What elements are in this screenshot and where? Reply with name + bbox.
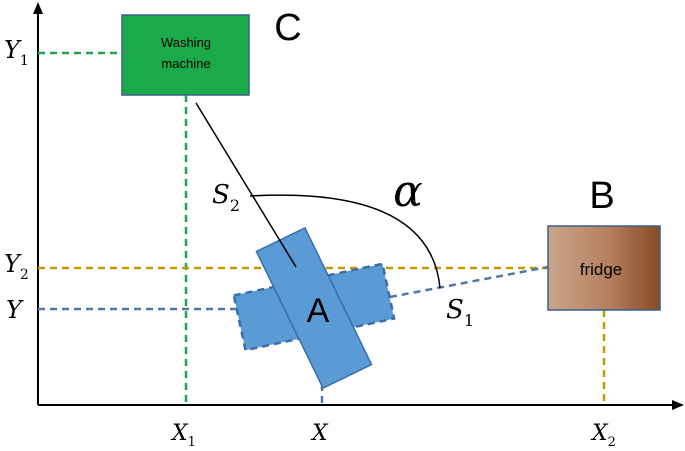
y2-letter: Y — [4, 250, 22, 278]
y1-letter: Y — [4, 36, 22, 64]
x1-label: X1 — [170, 421, 196, 450]
axes — [33, 2, 684, 410]
s2-line — [195, 102, 297, 268]
x1-letter: X — [170, 421, 189, 446]
x-label: X — [310, 421, 329, 446]
washing-machine[interactable]: Washing machine — [121, 14, 250, 96]
y-label: Y — [6, 296, 24, 324]
fridge-label: fridge — [580, 260, 623, 279]
s1-line — [389, 265, 549, 299]
fridge[interactable]: fridge — [547, 225, 661, 311]
x2-sub: 2 — [608, 435, 616, 450]
y1-label: Y1 — [4, 36, 29, 69]
y-axis-arrow-icon — [33, 2, 43, 14]
angle-arc — [249, 194, 441, 289]
fridge-letter: B — [589, 175, 614, 217]
s2-letter: S — [212, 180, 230, 210]
s1-letter: S — [446, 295, 464, 325]
s2-label: S2 — [212, 180, 240, 215]
washing-machine-label-line2: machine — [161, 56, 210, 71]
robot-letter: A — [307, 292, 330, 330]
y2-sub: 2 — [20, 267, 29, 283]
robot-body-solid — [255, 226, 373, 390]
s1-sub: 1 — [464, 311, 474, 330]
washer-letter: C — [274, 7, 301, 49]
y1-sub: 1 — [20, 53, 29, 69]
x-axis-arrow-icon — [672, 400, 684, 410]
angle-alpha: α — [393, 166, 423, 217]
fridge-box[interactable] — [547, 225, 661, 311]
y2-label: Y2 — [4, 250, 29, 283]
s1-label: S1 — [446, 295, 474, 330]
robot-a: A — [232, 226, 396, 390]
x2-label: X2 — [590, 421, 616, 450]
washing-machine-box[interactable] — [121, 14, 250, 96]
s2-sub: 2 — [230, 196, 240, 215]
x1-sub: 1 — [188, 435, 196, 450]
x2-letter: X — [590, 421, 609, 446]
washing-machine-label-line1: Washing — [161, 35, 211, 50]
